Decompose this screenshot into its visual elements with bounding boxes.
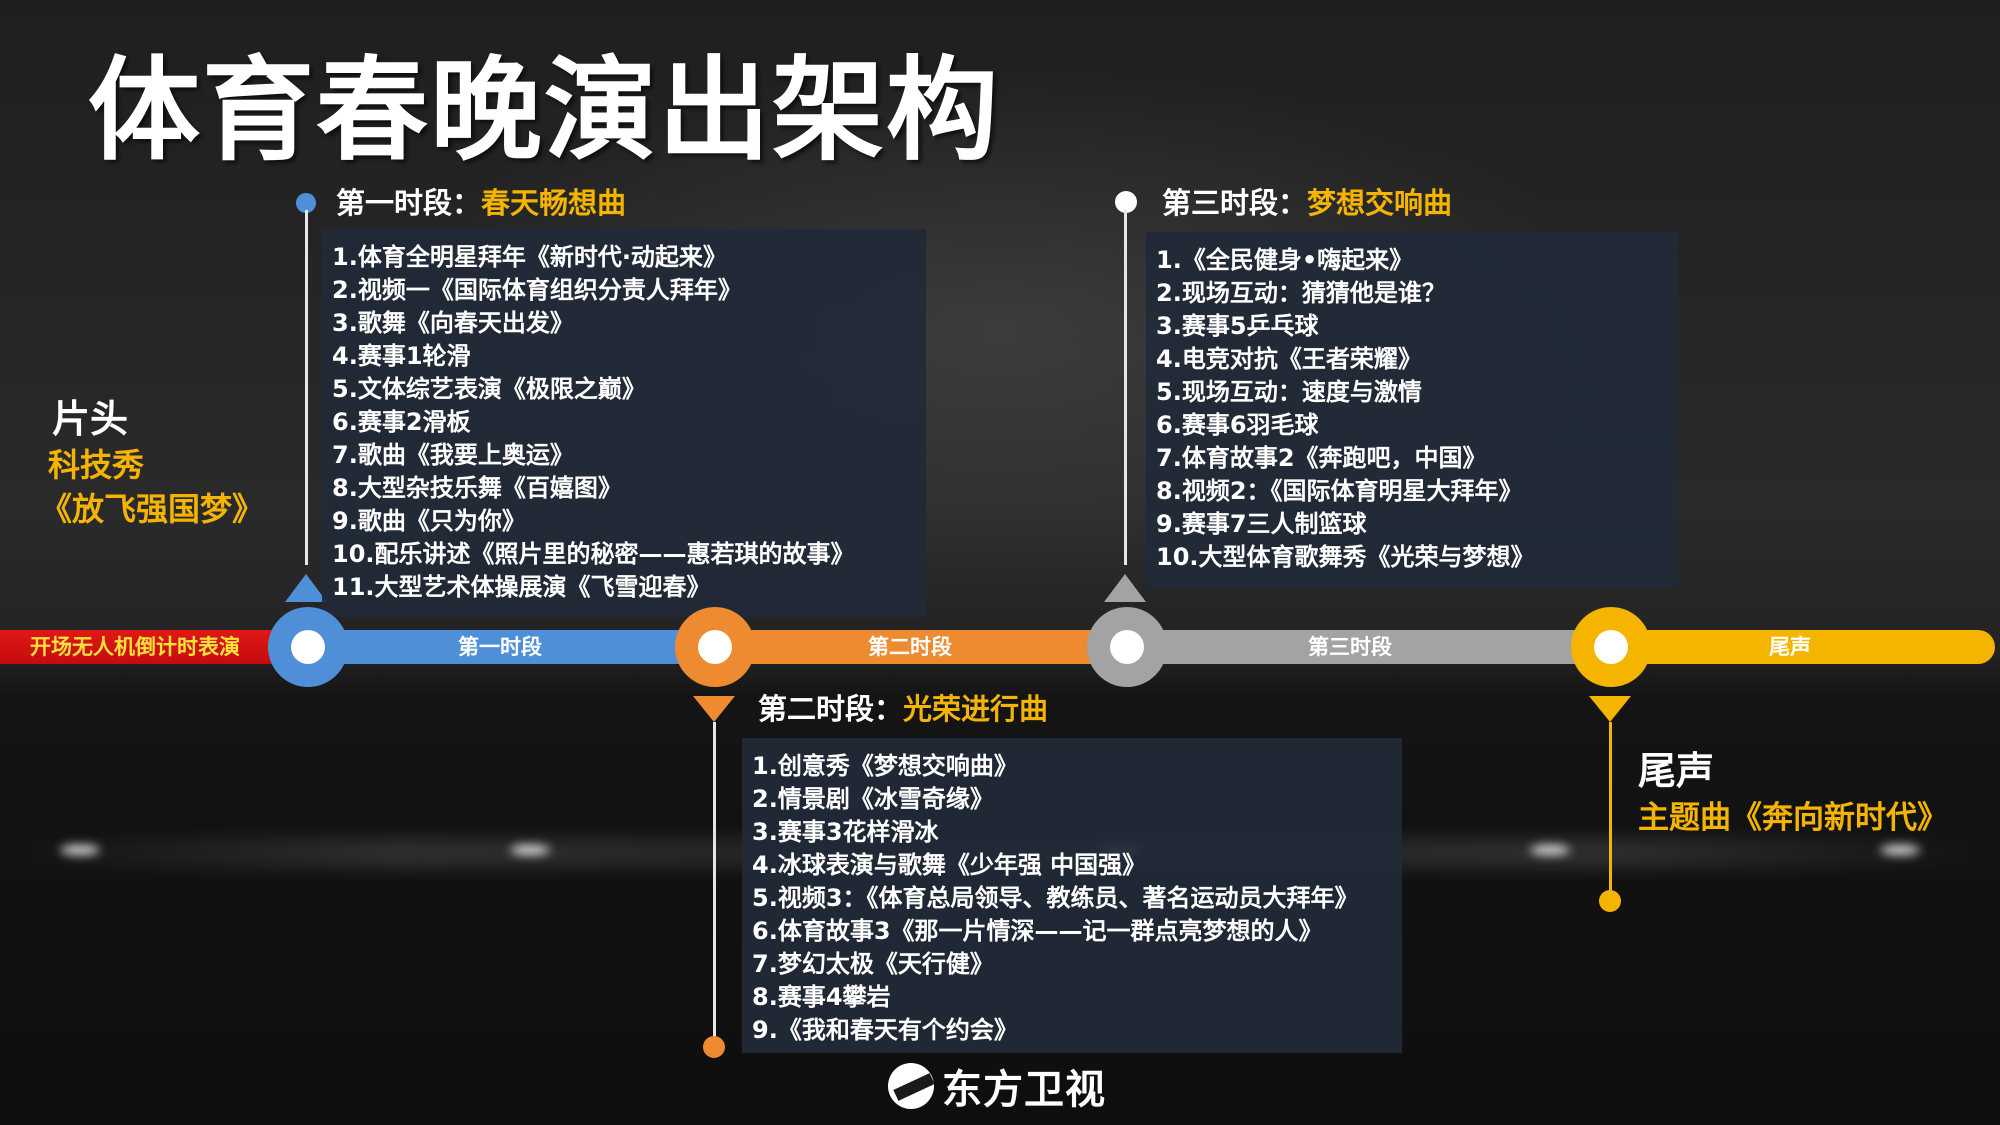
segment3-connector-line [1124, 210, 1127, 565]
timeline-label-segment2: 第二时段 [868, 635, 952, 659]
timeline-label-segment1: 第一时段 [458, 635, 542, 659]
timeline-start-label: 开场无人机倒计时表演 [30, 635, 240, 659]
program-item: 11.大型艺术体操展演《飞雪迎春》 [332, 573, 711, 601]
segment1-heading-name: 春天畅想曲 [481, 186, 627, 220]
finale-line1: 主题曲《奔向新时代》 [1638, 800, 1948, 836]
timeline-label-segment3: 第三时段 [1308, 635, 1392, 659]
timeline-label-finale: 尾声 [1769, 635, 1811, 659]
program-item: 3.赛事5乒乓球 [1156, 312, 1319, 340]
program-item: 5.现场互动：速度与激情 [1156, 378, 1422, 406]
intro-line2: 《放飞强国梦》 [40, 490, 265, 528]
program-item: 2.情景剧《冰雪奇缘》 [752, 785, 994, 813]
stage-spotlight [1530, 845, 1570, 855]
timeline-bar-segment1 [300, 630, 720, 664]
program-item: 6.赛事2滑板 [332, 408, 471, 436]
program-item: 4.赛事1轮滑 [332, 342, 471, 370]
timeline-node-segment3 [1087, 607, 1167, 687]
program-item: 6.体育故事3《那一片情深——记一群点亮梦想的人》 [752, 917, 1323, 945]
stage-spotlight [1880, 845, 1920, 855]
program-item: 8.大型杂技乐舞《百嬉图》 [332, 474, 622, 502]
dragon-tv-logo-icon [888, 1063, 934, 1109]
segment1-heading: 第一时段：春天畅想曲 [336, 180, 626, 222]
segment1-connector-line [305, 210, 308, 565]
stage-spotlight [60, 845, 100, 855]
program-item: 10.配乐讲述《照片里的秘密——惠若琪的故事》 [332, 540, 855, 568]
segment2-marker-dot [703, 1036, 725, 1058]
finale-connector-line [1609, 722, 1612, 892]
segment3-heading: 第三时段：梦想交响曲 [1162, 180, 1452, 222]
stage-spotlight [510, 845, 550, 855]
segment2-program-list: 1.创意秀《梦想交响曲》 2.情景剧《冰雪奇缘》 3.赛事3花样滑冰 4.冰球表… [742, 738, 1402, 1053]
segment2-connector-line [713, 722, 716, 1047]
program-item: 9.赛事7三人制篮球 [1156, 510, 1367, 538]
segment3-heading-name: 梦想交响曲 [1307, 186, 1453, 220]
program-item: 2.视频一《国际体育组织分责人拜年》 [332, 276, 742, 304]
timeline-node-finale [1571, 607, 1651, 687]
segment1-pointer-arrow [285, 574, 327, 602]
program-item: 4.电竞对抗《王者荣耀》 [1156, 345, 1422, 373]
program-item: 1.《全民健身•嗨起来》 [1156, 246, 1414, 274]
timeline-start-bar [0, 630, 290, 664]
segment2-heading-name: 光荣进行曲 [903, 692, 1049, 726]
finale-label: 尾声 [1638, 749, 1715, 793]
segment2-heading: 第二时段：光荣进行曲 [758, 686, 1048, 728]
program-item: 7.歌曲《我要上奥运》 [332, 441, 574, 469]
finale-pointer-arrow [1589, 696, 1631, 722]
page-title: 体育春晚演出架构 [88, 46, 1000, 176]
timeline-node-segment2 [675, 607, 755, 687]
timeline-bar-segment3 [1125, 630, 1580, 664]
intro-label: 片头 [52, 397, 129, 441]
program-item: 5.视频3：《体育总局领导、教练员、著名运动员大拜年》 [752, 884, 1359, 912]
segment1-marker-dot [296, 193, 316, 213]
segment3-marker-dot [1115, 191, 1137, 213]
segment3-program-list: 1.《全民健身•嗨起来》 2.现场互动：猜猜他是谁？ 3.赛事5乒乓球 4.电竞… [1146, 232, 1678, 588]
finale-marker-dot [1599, 890, 1621, 912]
segment2-pointer-arrow [693, 696, 735, 722]
program-item: 7.体育故事2《奔跑吧，中国》 [1156, 444, 1487, 472]
segment3-heading-prefix: 第三时段： [1162, 186, 1308, 220]
program-item: 4.冰球表演与歌舞《少年强 中国强》 [752, 851, 1147, 879]
program-item: 8.赛事4攀岩 [752, 983, 891, 1011]
program-item: 1.创意秀《梦想交响曲》 [752, 752, 1018, 780]
program-item: 7.梦幻太极《天行健》 [752, 950, 994, 978]
program-item: 5.文体综艺表演《极限之巅》 [332, 375, 646, 403]
program-item: 2.现场互动：猜猜他是谁？ [1156, 279, 1446, 307]
program-item: 3.歌舞《向春天出发》 [332, 309, 574, 337]
segment3-pointer-arrow [1104, 574, 1146, 602]
program-item: 6.赛事6羽毛球 [1156, 411, 1319, 439]
broadcaster-logo: 东方卫视 [888, 1060, 1106, 1113]
segment1-program-list: 1.体育全明星拜年《新时代·动起来》 2.视频一《国际体育组织分责人拜年》 3.… [322, 229, 926, 617]
program-item: 9.《我和春天有个约会》 [752, 1016, 1018, 1044]
intro-line1: 科技秀 [48, 446, 145, 484]
program-item: 9.歌曲《只为你》 [332, 507, 526, 535]
program-item: 10.大型体育歌舞秀《光荣与梦想》 [1156, 543, 1535, 571]
program-item: 1.体育全明星拜年《新时代·动起来》 [332, 243, 727, 271]
segment1-heading-prefix: 第一时段： [336, 186, 482, 220]
timeline-bar-segment2 [715, 630, 1130, 664]
timeline-node-segment1 [268, 607, 348, 687]
program-item: 8.视频2：《国际体育明星大拜年》 [1156, 477, 1523, 505]
logo-text: 东方卫视 [942, 1067, 1106, 1113]
segment2-heading-prefix: 第二时段： [758, 692, 904, 726]
program-item: 3.赛事3花样滑冰 [752, 818, 939, 846]
